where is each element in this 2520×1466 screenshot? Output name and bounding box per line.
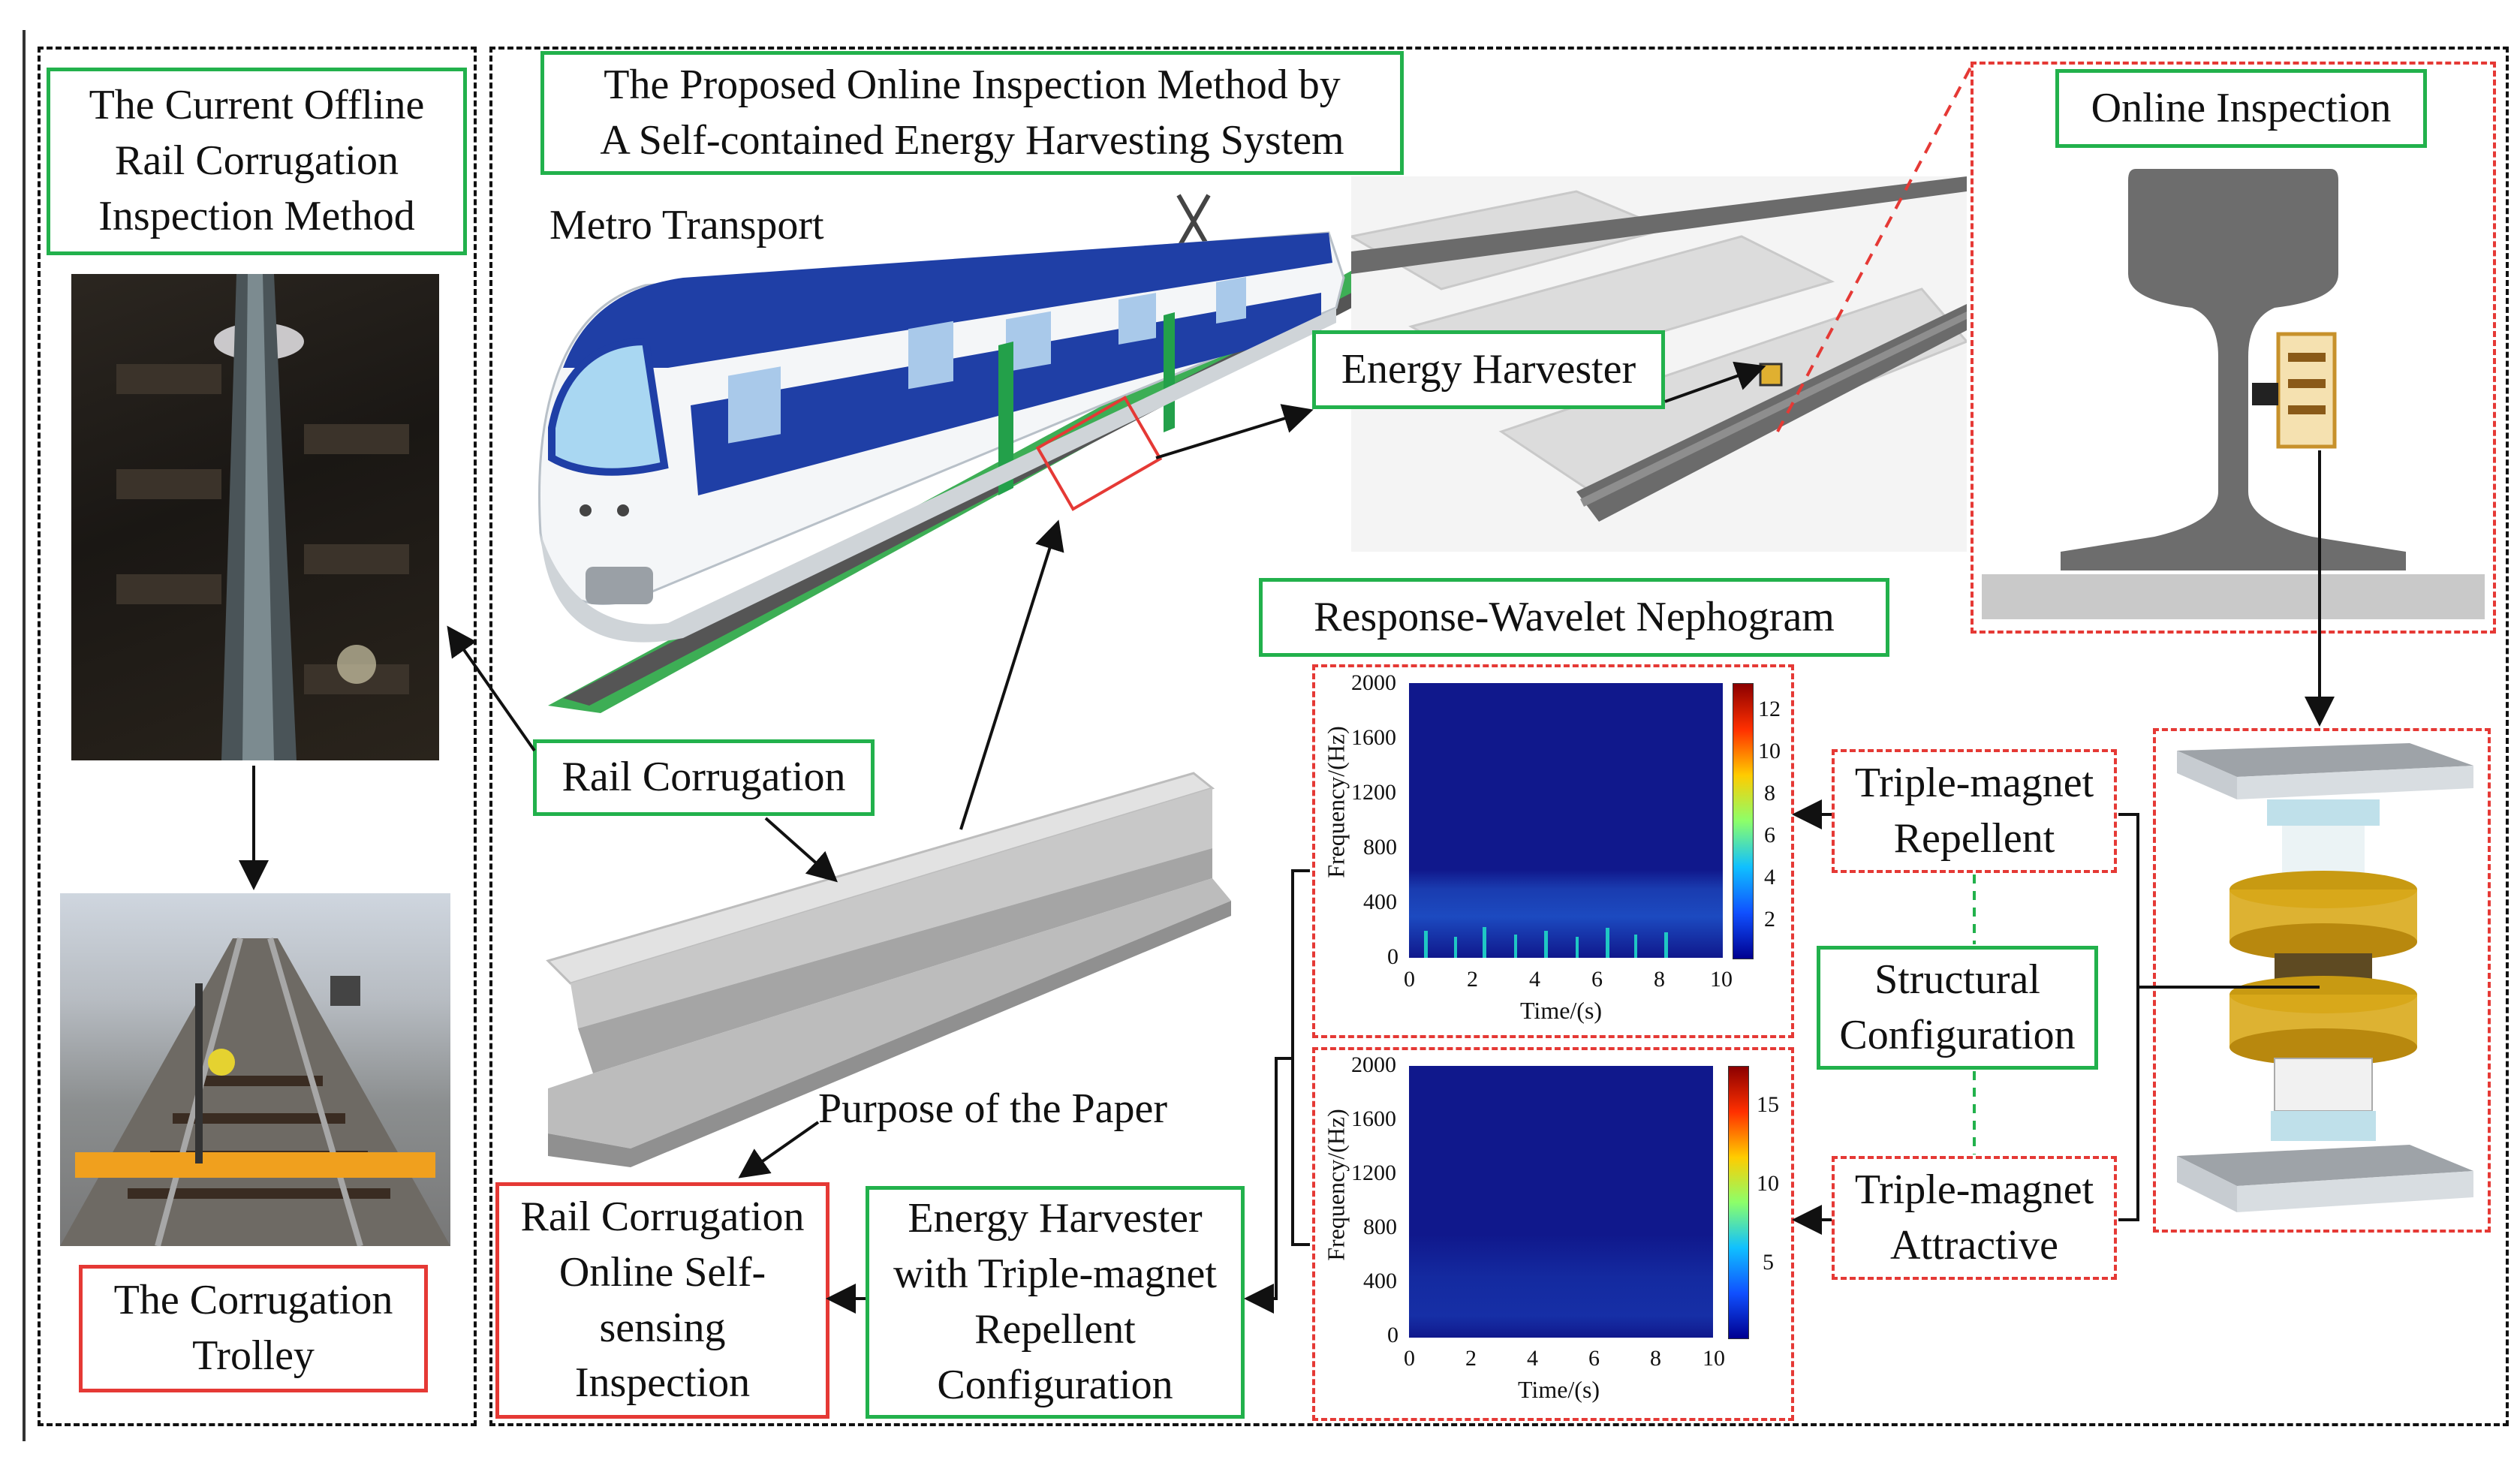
metro-train-illustration (538, 194, 1366, 713)
corrugated-rail-illustration (546, 772, 1231, 1167)
offline-method-panel (38, 47, 477, 1426)
arrow-harvester-to-device (1664, 361, 1766, 403)
p2-ytick: 0 (1387, 1323, 1398, 1347)
p1-cbar-tick: 10 (1758, 739, 1781, 763)
arrow-rail-to-train (959, 519, 1064, 830)
p1-cbar-tick: 2 (1764, 907, 1775, 932)
p1-xtick: 8 (1654, 967, 1665, 992)
nephogram-title: Response-Wavelet Nephogram (1259, 578, 1889, 657)
offline-rail-photo (71, 274, 439, 760)
online-method-panel (489, 47, 2509, 1426)
p1-xtick: 2 (1467, 967, 1478, 992)
p1-ytick: 800 (1363, 835, 1397, 859)
bracket-config (2118, 813, 2139, 1221)
p1-xtick: 0 (1404, 967, 1415, 992)
p1-xtick: 4 (1529, 967, 1540, 992)
p2-xtick: 8 (1650, 1346, 1661, 1371)
purpose-label: Purpose of the Paper (818, 1085, 1168, 1132)
energy-harvester-configuration: Energy Harvester with Triple-magnet Repe… (866, 1186, 1245, 1419)
p2-ytick: 400 (1363, 1269, 1397, 1293)
energy-harvester-label: Energy Harvester (1312, 330, 1665, 409)
p2-xtick: 6 (1588, 1346, 1600, 1371)
p2-xtick: 2 (1465, 1346, 1477, 1371)
structural-configuration-label: Structural Configuration (1817, 946, 2098, 1070)
p1-cbar-tick: 6 (1764, 823, 1775, 847)
p1-ytick: 1600 (1351, 725, 1396, 750)
trolley-label: The Corrugation Trolley (79, 1265, 428, 1392)
p1-cbar-tick: 8 (1764, 781, 1775, 805)
arrow-purpose-to-result (738, 1121, 820, 1179)
p2-xtick: 0 (1404, 1346, 1415, 1371)
p1-cbar-tick: 4 (1764, 865, 1775, 890)
p1-xtick: 6 (1591, 967, 1603, 992)
arrow-train-to-harvester (1155, 404, 1314, 459)
bracket-plots (1291, 869, 1310, 1246)
p1-ytick: 2000 (1351, 670, 1396, 695)
nephogram-repellent-frame (1312, 664, 1794, 1038)
online-inspection-label: Online Inspection (2055, 69, 2427, 148)
trolley-photo-drawing (60, 937, 450, 1246)
arrow-corrugation-to-rail (764, 817, 838, 883)
p1-ytick: 1200 (1351, 780, 1396, 805)
p2-ytick: 800 (1363, 1215, 1397, 1239)
rail-cross-section (1982, 169, 2485, 619)
nephogram-attractive-heatmap (1409, 1066, 1713, 1338)
offline-rail-photo-drawing (116, 274, 409, 760)
nephogram-repellent-colorbar (1733, 683, 1754, 959)
p2-cbar-tick: 10 (1757, 1171, 1779, 1196)
offline-method-title: The Current Offline Rail Corrugation Ins… (47, 68, 467, 255)
p2-xtick: 10 (1703, 1346, 1725, 1371)
p1-ytick: 400 (1363, 890, 1397, 914)
p2-xlabel: Time/(s) (1518, 1376, 1600, 1403)
trolley-photo (60, 893, 450, 1246)
online-method-title: The Proposed Online Inspection Method by… (540, 51, 1404, 175)
arrow-corrugation-to-photo (447, 625, 536, 752)
nephogram-repellent-spikes (1424, 927, 1668, 958)
harvester-device-panel (2153, 728, 2491, 1233)
triple-magnet-repellent-label: Triple-magnet Repellent (1832, 749, 2117, 873)
nephogram-attractive-colorbar (1728, 1066, 1749, 1339)
p2-cbar-tick: 5 (1763, 1250, 1774, 1275)
p1-xlabel: Time/(s) (1520, 997, 1603, 1024)
p1-xtick: 10 (1710, 967, 1733, 992)
rail-corrugation-online-inspection: Rail Corrugation Online Self- sensing In… (495, 1182, 829, 1419)
p2-cbar-tick: 15 (1757, 1092, 1779, 1117)
p2-ytick: 1200 (1351, 1160, 1396, 1185)
nephogram-repellent-heatmap (1409, 683, 1723, 958)
rail-corrugation-label: Rail Corrugation (533, 739, 875, 816)
triple-magnet-attractive-label: Triple-magnet Attractive (1832, 1156, 2117, 1280)
harvester-device-illustration (2177, 743, 2473, 1212)
left-rule (23, 30, 26, 1441)
metro-transport-label: Metro Transport (549, 202, 824, 248)
p1-ytick: 0 (1387, 944, 1398, 969)
online-inspection-panel (1971, 62, 2496, 634)
p2-xtick: 4 (1527, 1346, 1538, 1371)
p2-ytick: 2000 (1351, 1052, 1396, 1077)
red-dashed-guide (1776, 67, 1972, 432)
p2-ytick: 1600 (1351, 1106, 1396, 1131)
p1-cbar-tick: 12 (1758, 697, 1781, 721)
arrow-plots-to-config (1244, 1057, 1293, 1314)
